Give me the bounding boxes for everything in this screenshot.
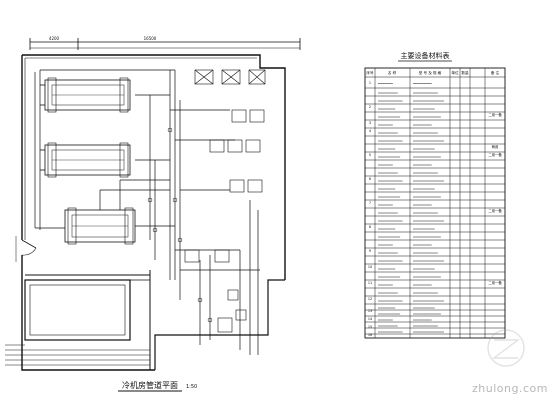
table-remarks: 二用一备 两用 二用一备 二用一备 二用一备: [488, 112, 502, 285]
equipment-table: [364, 67, 506, 339]
table-row-numbers: 1 2 3 4 5 6 7 8 9 10 11 12 13 14 15 16: [368, 81, 372, 337]
row-number: 16: [368, 333, 372, 337]
pump-blocks: [184, 69, 266, 321]
row-number: 15: [368, 325, 372, 329]
remark-cell: 二用一备: [488, 112, 502, 117]
row-number: 11: [368, 281, 372, 285]
header-index: 序号: [366, 70, 374, 75]
row-number: 7: [369, 201, 371, 205]
header-remark: 备 注: [491, 70, 500, 75]
header-unit: 单位: [451, 70, 459, 75]
dim-left-segment-label: 4200: [49, 36, 60, 41]
watermark-text: zhulong.com: [472, 382, 548, 395]
piping-network: [34, 69, 260, 355]
dim-top-label: 16500: [144, 36, 157, 41]
row-number: 9: [369, 249, 371, 253]
chiller-unit-2: [40, 142, 131, 178]
plan-title: 冷机房管道平面: [122, 380, 178, 390]
remark-cell: 两用: [492, 145, 499, 149]
plan-scale: 1:50: [186, 384, 197, 390]
row-number: 1: [369, 81, 371, 85]
watermark-logo: [487, 329, 525, 367]
row-number: 10: [368, 265, 372, 269]
lower-right-wall: [154, 279, 285, 370]
top-dimension-line: [29, 38, 301, 50]
outer-walls: [21, 54, 286, 371]
left-door: [15, 236, 37, 262]
chiller-unit-1: [40, 77, 131, 113]
table-title: 主要设备材料表: [401, 51, 450, 60]
header-spec: 型 号 及 规 格: [419, 70, 442, 75]
row-number: 14: [368, 317, 372, 321]
header-qty: 数量: [461, 70, 469, 75]
row-number: 4: [369, 129, 371, 133]
remark-cell: 二用一备: [488, 208, 502, 213]
row-number: 6: [369, 177, 371, 181]
row-number: 5: [369, 153, 371, 157]
chiller-room-plan: [5, 38, 301, 371]
row-number: 3: [369, 121, 371, 125]
row-number: 12: [368, 297, 372, 301]
row-number: 8: [369, 225, 371, 229]
pipe-label-leaders: [5, 344, 25, 366]
remark-cell: 二用一备: [488, 280, 502, 285]
water-tank-room: [24, 270, 151, 370]
chiller-unit-3: [64, 207, 136, 245]
table-spec-text-strokes: [378, 83, 444, 333]
header-name: 名 称: [388, 70, 397, 75]
table-header-row: 序号 名 称 型 号 及 规 格 单位 数量 备 注: [366, 70, 499, 75]
valve-symbols: [147, 127, 213, 323]
remark-cell: 二用一备: [488, 152, 502, 157]
row-number: 13: [368, 309, 372, 313]
row-number: 2: [369, 105, 371, 109]
